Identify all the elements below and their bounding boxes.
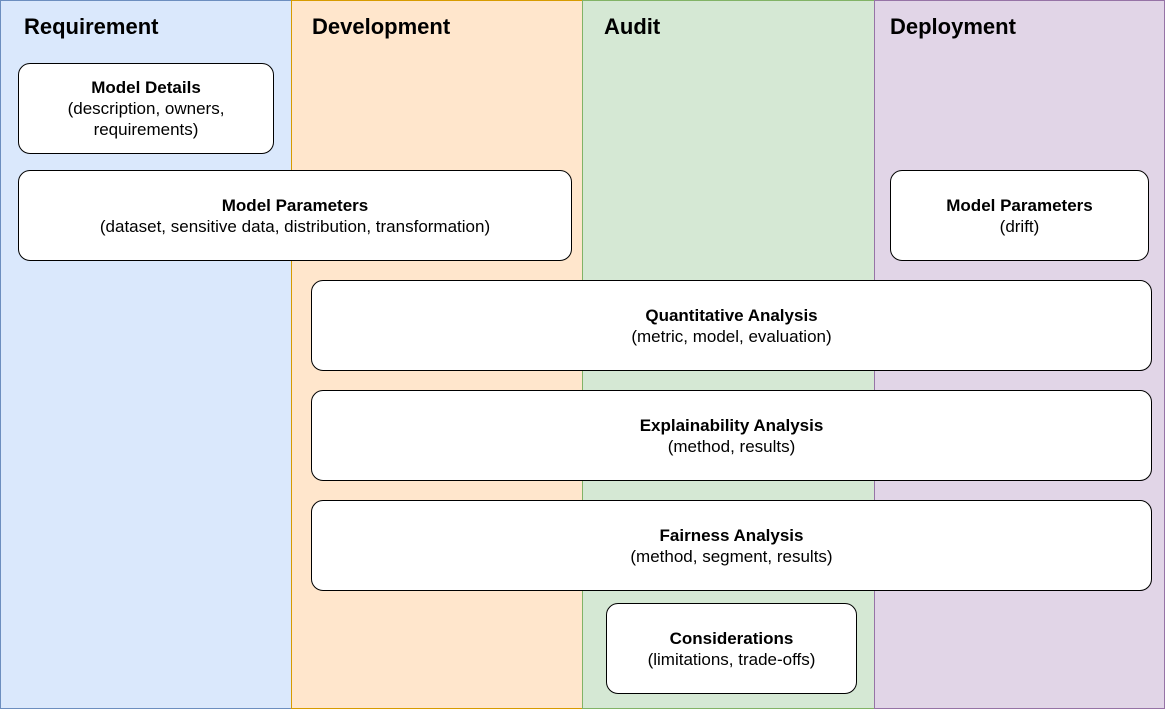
box-title: Model Parameters <box>946 195 1093 215</box>
box-description: (drift) <box>999 216 1040 236</box>
box-description: (description, owners, requirements) <box>67 99 225 139</box>
box-description: (method, segment, results) <box>630 546 833 566</box>
box-description: (dataset, sensitive data, distribution, … <box>99 216 491 236</box>
model-parameters-box-left: Model Parameters (dataset, sensitive dat… <box>18 170 572 261</box>
box-title: Model Details <box>91 78 201 97</box>
box-title: Model Parameters <box>221 195 369 215</box>
considerations-box: Considerations (limitations, trade-offs) <box>606 603 857 694</box>
explainability-analysis-box: Explainability Analysis (method, results… <box>311 390 1152 481</box>
quantitative-analysis-box: Quantitative Analysis (metric, model, ev… <box>311 280 1152 371</box>
fairness-analysis-box: Fairness Analysis (method, segment, resu… <box>311 500 1152 591</box>
lane-title-deployment: Deployment <box>890 14 1016 39</box>
box-description: (limitations, trade-offs) <box>647 649 816 669</box>
box-description: (method, results) <box>667 436 796 456</box>
model-details-box: Model Details (description, owners, requ… <box>18 63 274 154</box>
box-description: (metric, model, evaluation) <box>631 326 832 346</box>
box-title: Fairness Analysis <box>659 525 804 545</box>
lane-title-requirement: Requirement <box>24 14 159 39</box>
lane-title-development: Development <box>312 14 451 39</box>
box-title: Explainability Analysis <box>639 415 824 435</box>
box-title: Considerations <box>669 628 794 648</box>
box-title: Quantitative Analysis <box>645 305 818 325</box>
lane-title-audit: Audit <box>604 14 661 39</box>
model-parameters-box-right: Model Parameters (drift) <box>890 170 1149 261</box>
